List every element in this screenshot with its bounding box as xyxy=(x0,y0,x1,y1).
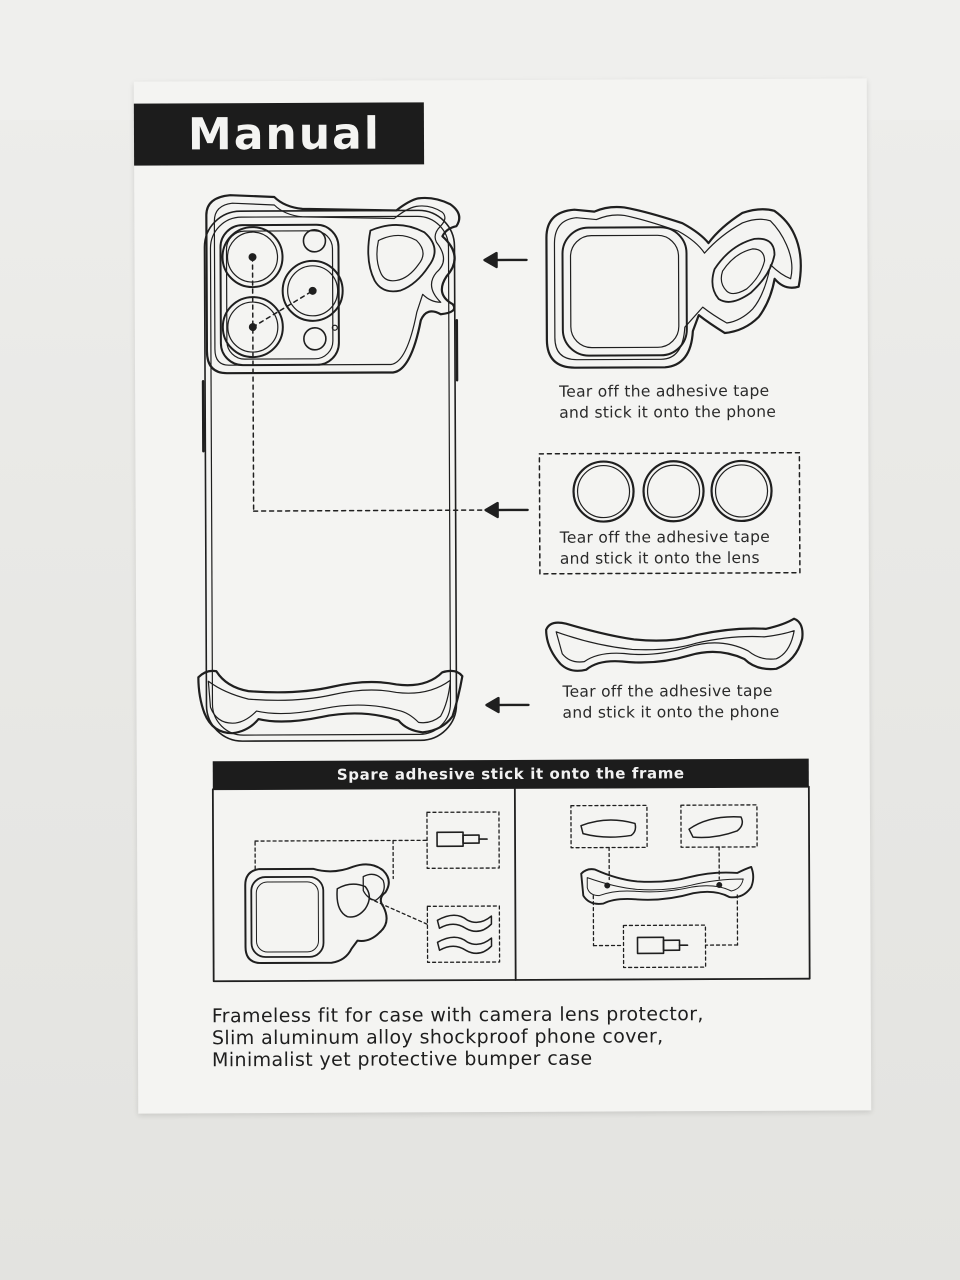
spare-right-diagram xyxy=(570,804,758,969)
step-1-caption: Tear off the adhesive tape and stick it … xyxy=(559,381,776,424)
spare-left-diagram xyxy=(244,811,501,965)
description-line-3: Minimalist yet protective bumper case xyxy=(211,1047,593,1072)
description-line-2: Slim aluminum alloy shockproof phone cov… xyxy=(211,1025,664,1050)
step-1-line-2: and stick it onto the phone xyxy=(559,402,777,422)
camera-bumper-piece xyxy=(545,205,802,369)
spare-adhesive-banner: Spare adhesive stick it onto the frame xyxy=(212,758,809,790)
product-description: Frameless fit for case with camera lens … xyxy=(212,1003,704,1071)
bottom-bumper-on-phone xyxy=(197,669,464,735)
step-2-line-2: and stick it onto the lens xyxy=(559,548,760,568)
manual-illustration xyxy=(197,194,811,983)
step-1-line-1: Tear off the adhesive tape xyxy=(559,381,770,401)
step-3-line-1: Tear off the adhesive tape xyxy=(562,681,773,701)
spare-adhesive-title: Spare adhesive stick it onto the frame xyxy=(336,764,685,784)
phone-outline-drawing xyxy=(201,209,459,742)
step-3-caption: Tear off the adhesive tape and stick it … xyxy=(562,681,779,724)
camera-bumper-on-phone xyxy=(205,194,461,375)
step-2-caption: Tear off the adhesive tape and stick it … xyxy=(560,527,771,570)
bottom-bumper-piece xyxy=(545,617,804,672)
step-3-line-2: and stick it onto the phone xyxy=(562,702,780,722)
lens-leader-lines xyxy=(251,256,497,512)
manual-sheet: Manual xyxy=(133,78,872,1114)
arrows xyxy=(483,251,530,714)
lens-rings-group xyxy=(538,451,801,575)
step-2-line-1: Tear off the adhesive tape xyxy=(559,527,771,547)
description-line-1: Frameless fit for case with camera lens … xyxy=(211,1003,704,1028)
